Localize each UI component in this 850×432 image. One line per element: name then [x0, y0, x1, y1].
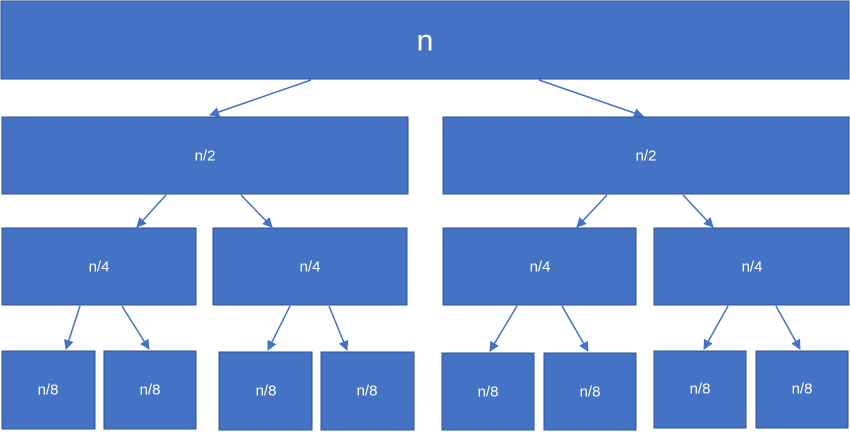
node-level3-a-label: n/8: [38, 382, 59, 399]
arrow-l1a-to-l2b: [240, 194, 273, 228]
node-level2-c-label: n/4: [530, 259, 551, 276]
node-level3-e: n/8: [441, 352, 535, 431]
node-level3-h-label: n/8: [792, 381, 813, 398]
node-level3-f-box: [543, 352, 637, 431]
node-level3-d: n/8: [320, 351, 415, 431]
node-level3-d-box: [320, 351, 415, 431]
node-level2-a: n/4: [1, 227, 197, 306]
arrow-l2c-to-l3f: [561, 305, 589, 352]
node-level3-f: n/8: [543, 352, 637, 431]
node-level2-c: n/4: [442, 227, 637, 306]
arrow-l1a-to-l2a: [136, 194, 167, 228]
arrow-root-to-left: [209, 79, 312, 117]
arrow-l2a-to-l3b: [121, 305, 150, 350]
arrows: [64, 79, 801, 352]
arrow-l2c-to-l3e: [489, 305, 518, 352]
node-level2-d-label: n/4: [742, 259, 763, 276]
arrow-l2b-to-l3c: [267, 305, 291, 351]
arrow-l1b-to-l2c: [576, 194, 608, 228]
node-level3-b: n/8: [103, 350, 197, 430]
arrow-l2d-to-l3h: [775, 305, 801, 350]
node-level2-c-box: [442, 227, 637, 306]
node-level3-e-label: n/8: [478, 384, 499, 401]
node-level3-c-label: n/8: [256, 383, 277, 400]
node-level3-d-label: n/8: [357, 383, 378, 400]
node-level3-f-label: n/8: [580, 384, 601, 401]
node-level1-right-label: n/2: [636, 148, 657, 165]
node-level1-left: n/2: [1, 116, 409, 195]
node-level3-c: n/8: [218, 351, 313, 431]
node-level3-a-box: [1, 350, 96, 430]
arrow-l2a-to-l3a: [64, 305, 81, 350]
node-level3-h: n/8: [755, 350, 849, 429]
node-level2-b-label: n/4: [300, 259, 321, 276]
node-level2-a-box: [1, 227, 197, 306]
node-level1-left-box: [1, 116, 409, 195]
arrow-l1b-to-l2d: [682, 194, 714, 228]
node-level3-h-box: [755, 350, 849, 429]
node-level3-g-label: n/8: [690, 381, 711, 398]
node-level2-b-box: [212, 227, 408, 306]
node-level2-d: n/4: [653, 227, 850, 306]
node-level1-right: n/2: [442, 116, 850, 195]
node-level2-a-label: n/4: [89, 259, 110, 276]
node-level3-b-label: n/8: [140, 382, 161, 399]
arrow-l2d-to-l3g: [703, 305, 729, 350]
node-level3-g: n/8: [653, 350, 747, 429]
arrow-l2b-to-l3d: [328, 305, 349, 351]
node-root-label: n: [417, 25, 434, 58]
node-level2-d-box: [653, 227, 850, 306]
node-level3-g-box: [653, 350, 747, 429]
node-level3-c-box: [218, 351, 313, 431]
node-level1-left-label: n/2: [195, 148, 216, 165]
arrow-root-to-right: [538, 79, 644, 118]
node-level2-b: n/4: [212, 227, 408, 306]
node-level3-b-box: [103, 350, 197, 430]
node-level3-e-box: [441, 352, 535, 431]
node-root: n: [0, 0, 850, 80]
node-level1-right-box: [442, 116, 850, 195]
node-root-box: [0, 0, 850, 80]
node-level3-a: n/8: [1, 350, 96, 430]
